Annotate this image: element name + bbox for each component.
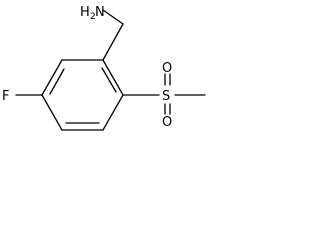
- nitrogen-label: N: [95, 5, 105, 20]
- oxygen-bottom-label: O: [162, 115, 172, 130]
- bond-ch2-n: [102, 9, 124, 25]
- ring-double-bond-c1-c2: [101, 67, 117, 93]
- ring-bond-c2-c3: [102, 94, 124, 131]
- sulfur-label: S: [162, 89, 170, 104]
- fluorine-label: F: [2, 89, 9, 104]
- benzene-ring: [41, 59, 124, 131]
- amine-hydrogen-label: H: [80, 5, 90, 20]
- ring-bond-c4-c5: [41, 94, 63, 131]
- ring-bond-c5-c6: [41, 59, 63, 96]
- ring-double-bond-c5-c6: [49, 68, 65, 95]
- amine-label: H 2 N: [80, 5, 105, 22]
- molecule-structure: H 2 N F S O O: [2, 5, 206, 131]
- ring-bond-c1-c2: [102, 59, 124, 96]
- oxygen-top-label: O: [162, 61, 172, 76]
- bond-ring-ch2: [102, 23, 124, 61]
- amine-hydrogen-count: 2: [90, 12, 96, 22]
